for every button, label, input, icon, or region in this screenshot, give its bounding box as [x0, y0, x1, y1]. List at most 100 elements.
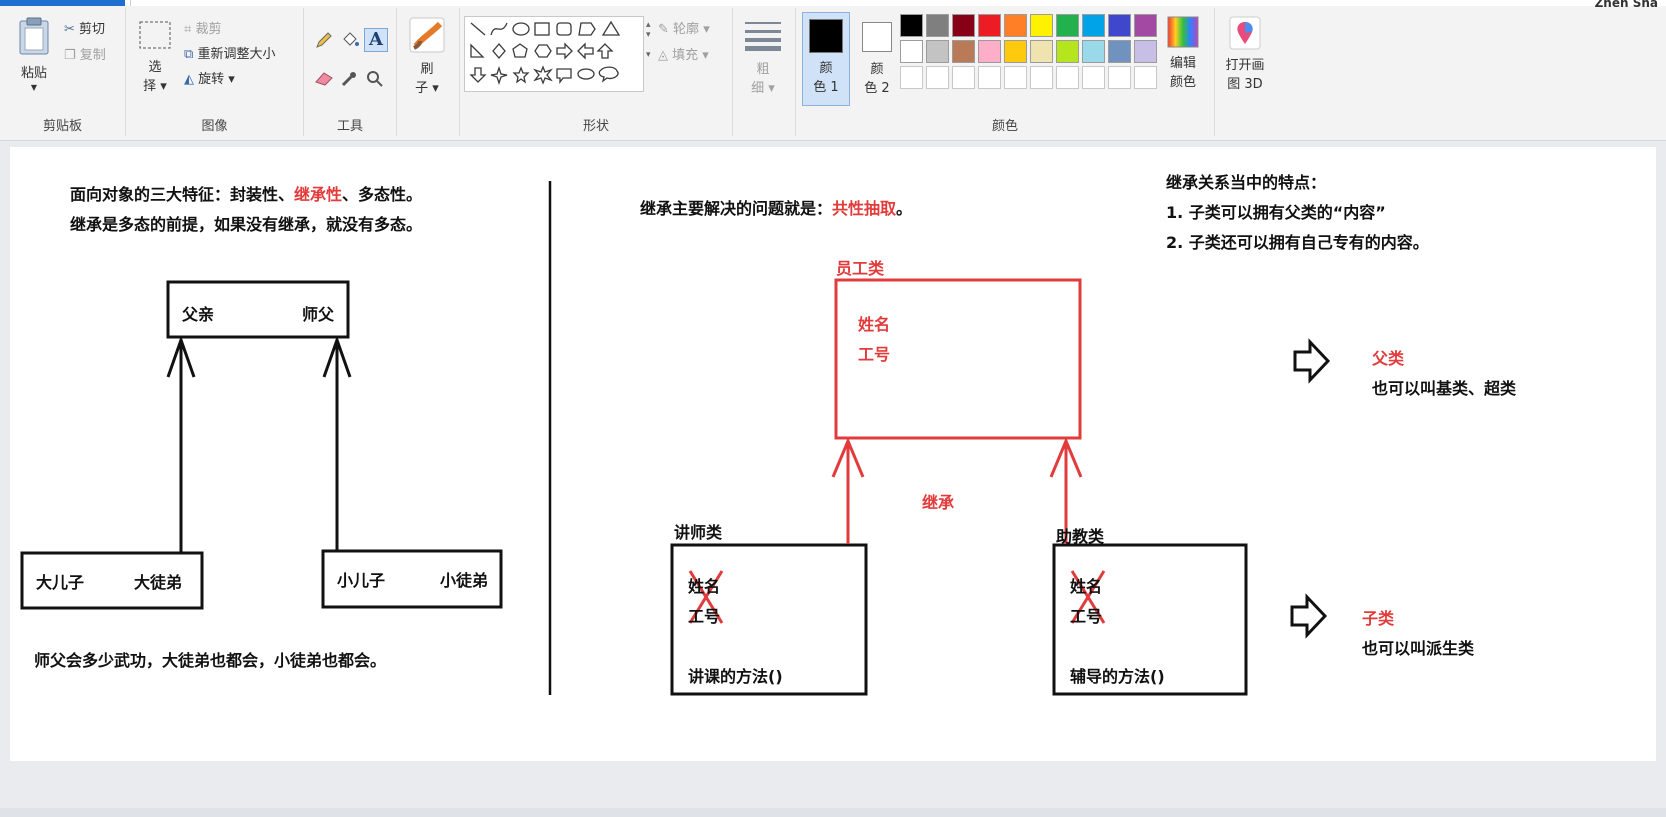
cut-label: 剪切 [79, 22, 106, 37]
color1-button[interactable]: 颜 色 1 [802, 12, 850, 106]
employee-class-label: 员工类 [836, 259, 885, 278]
color-swatch[interactable] [1030, 66, 1053, 89]
employee-id-field: 工号 [858, 345, 891, 364]
color-swatch[interactable] [1030, 40, 1053, 63]
image-group-label: 图像 [201, 119, 228, 134]
lecturer-class-label: 讲师类 [674, 523, 723, 542]
color-swatch[interactable] [952, 40, 975, 63]
clipboard-group: 粘贴 ▼ ✂ 剪切 ❐ 复制 剪贴板 [0, 8, 126, 136]
color2-swatch [862, 22, 892, 52]
select-label-1: 选 [148, 60, 162, 75]
color-swatch[interactable] [1004, 14, 1027, 37]
rotate-button[interactable]: ◭ 旋转 ▾ [184, 68, 235, 87]
color-swatch[interactable] [1134, 14, 1157, 37]
color-swatch[interactable] [978, 40, 1001, 63]
color-swatch[interactable] [1030, 14, 1053, 37]
inherit-purpose-a: 继承主要解决的问题就是： [640, 199, 833, 218]
oop-features-line: 面向对象的三大特征：封装性、继承性、多态性。 [70, 181, 422, 205]
feature-point-2: 2. 子类还可以拥有自己专有的内容。 [1166, 233, 1429, 252]
color1-label-1: 颜 [819, 61, 833, 76]
shapes-group-label: 形状 [582, 119, 609, 134]
ribbon: Zhen Sha 粘贴 ▼ ✂ 剪切 ❐ 复制 剪贴板 选 择 [0, 0, 1666, 141]
color-swatch[interactable] [1004, 40, 1027, 63]
status-bar [0, 808, 1666, 817]
color-swatch[interactable] [1108, 14, 1131, 37]
shapes-gallery[interactable] [464, 16, 644, 92]
open-paint3d-button[interactable]: 打开画 图 3D [1221, 16, 1269, 92]
inherit-purpose-line: 继承主要解决的问题就是：共性抽取。 [640, 195, 912, 219]
user-name: Zhen Sha [1594, 0, 1658, 10]
color-picker-tool[interactable] [340, 70, 358, 92]
parent-class-term: 父类 [1372, 349, 1405, 368]
arrow-head-left [166, 335, 196, 378]
fill-tool[interactable] [340, 30, 360, 54]
home-tab[interactable] [130, 0, 1491, 6]
color-swatch[interactable] [926, 66, 949, 89]
color-swatch[interactable] [1134, 40, 1157, 63]
pencil-tool[interactable] [314, 30, 334, 54]
shapes-group: ▴▾▾ ✎ 轮廓 ▾ ◬ 填充 ▾ 形状 [460, 8, 733, 136]
parent-arrow-icon [1293, 338, 1331, 384]
rotate-icon: ◭ [184, 72, 194, 87]
rotate-label: 旋转 ▾ [198, 72, 235, 87]
color-swatch[interactable] [1056, 66, 1079, 89]
brushes-button[interactable]: 刷 子 ▾ [405, 16, 449, 96]
parent-class-alias: 也可以叫基类、超类 [1372, 379, 1517, 398]
parent-box [166, 280, 350, 339]
magnifier-tool[interactable] [366, 70, 384, 92]
color2-label-2: 色 2 [864, 81, 890, 96]
fill-icon: ◬ [658, 48, 668, 63]
fill-label: 填充 [672, 48, 699, 63]
color-swatch[interactable] [1082, 14, 1105, 37]
child-arrow-icon [1290, 593, 1328, 639]
select-button[interactable]: 选 择 ▾ [136, 20, 174, 94]
paste-button[interactable]: 粘贴 ▼ [14, 16, 54, 92]
shapes-scroll[interactable]: ▴▾▾ [646, 20, 651, 60]
colors-group: 颜 色 1 颜 色 2 编辑 颜色 颜色 [796, 8, 1215, 136]
color-swatch[interactable] [1056, 40, 1079, 63]
select-label-2: 择 ▾ [143, 79, 167, 94]
copy-button[interactable]: ❐ 复制 [64, 44, 106, 63]
color-swatch[interactable] [900, 14, 923, 37]
color-swatch[interactable] [978, 66, 1001, 89]
fill-button[interactable]: ◬ 填充 ▾ [658, 48, 709, 63]
paste-icon [19, 17, 49, 55]
color-swatch[interactable] [1108, 40, 1131, 63]
color-swatch[interactable] [1134, 66, 1157, 89]
color-swatch[interactable] [1108, 66, 1131, 89]
color-swatch[interactable] [952, 14, 975, 37]
paint3d-label-2: 图 3D [1227, 77, 1263, 92]
color-swatch[interactable] [1004, 66, 1027, 89]
color-swatch[interactable] [1082, 66, 1105, 89]
color1-label-2: 色 1 [813, 80, 839, 95]
edit-colors-button[interactable]: 编辑 颜色 [1160, 16, 1206, 90]
color-swatch[interactable] [1082, 40, 1105, 63]
image-group: 选 择 ▾ ⌗ 裁剪 ⧉ 重新调整大小 ◭ 旋转 ▾ 图像 [126, 8, 304, 136]
lecturer-cross-b [688, 570, 724, 624]
file-tab[interactable] [0, 0, 125, 6]
crop-button[interactable]: ⌗ 裁剪 [184, 18, 221, 37]
color2-button[interactable]: 颜 色 2 [854, 12, 900, 104]
lecturer-method: 讲课的方法() [688, 667, 783, 686]
drawing-canvas[interactable]: 面向对象的三大特征：封装性、继承性、多态性。 继承是多态的前提，如果没有继承，就… [10, 147, 1656, 761]
arrow-head-right [322, 335, 352, 378]
eraser-tool[interactable] [314, 70, 334, 90]
chevron-down-icon: ▼ [30, 83, 38, 92]
text-tool[interactable]: A [364, 28, 388, 52]
color-swatch[interactable] [978, 14, 1001, 37]
color-swatch[interactable] [926, 40, 949, 63]
color-swatch[interactable] [926, 14, 949, 37]
parent-box-father: 父亲 [182, 305, 215, 324]
color-swatch[interactable] [900, 40, 923, 63]
color-swatch[interactable] [1056, 14, 1079, 37]
features-title: 继承关系当中的特点： [1166, 173, 1327, 192]
resize-button[interactable]: ⧉ 重新调整大小 [184, 43, 275, 62]
outline-button[interactable]: ✎ 轮廓 ▾ [658, 22, 710, 37]
color-swatch[interactable] [900, 66, 923, 89]
bucket-icon [343, 32, 359, 46]
size-button[interactable]: 粗 细 ▾ [741, 18, 785, 96]
assistant-box [1052, 543, 1248, 696]
color-swatch[interactable] [952, 66, 975, 89]
cut-button[interactable]: ✂ 剪切 [64, 18, 105, 37]
oop-features-a: 面向对象的三大特征：封装性、 [70, 185, 295, 204]
